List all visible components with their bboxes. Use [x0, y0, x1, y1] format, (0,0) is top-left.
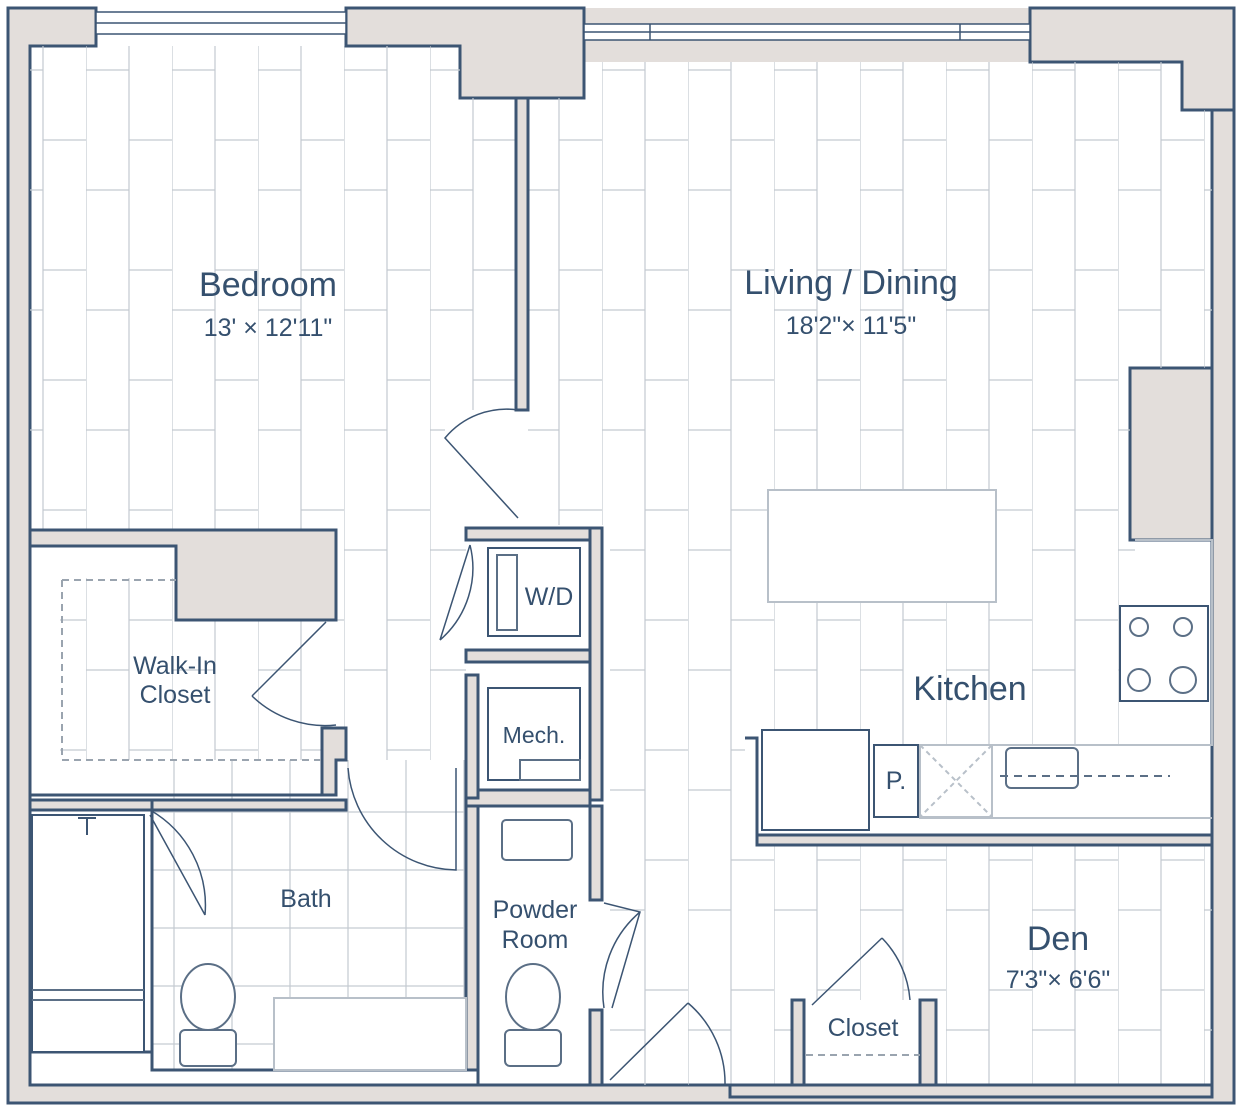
washer-dryer-inner	[496, 554, 518, 631]
tub	[31, 814, 145, 1053]
door-swing-icon	[439, 544, 474, 641]
vanity	[273, 997, 467, 1071]
walkin-closet-line2: Closet	[140, 681, 211, 709]
toilet-icon	[505, 963, 561, 1031]
island	[767, 489, 997, 603]
fridge	[761, 729, 870, 831]
bedroom-dims: 13' × 12'11"	[204, 314, 332, 342]
door-swing-icon	[609, 1002, 726, 1086]
walkin-closet-rod	[61, 579, 322, 761]
living-dims: 18'2"× 11'5"	[786, 312, 916, 340]
sink-icon	[501, 819, 573, 861]
closet-label: Closet	[828, 1014, 899, 1042]
fixtures	[31, 489, 1213, 1071]
den-dims: 7'3"× 6'6"	[1006, 966, 1110, 994]
room-labels: Bedroom 13' × 12'11" Living / Dining 18'…	[133, 264, 1110, 1042]
door-swing-icon	[149, 809, 207, 916]
walkin-closet-line1: Walk-In	[133, 652, 217, 680]
dishwasher	[919, 744, 993, 818]
wd-label: W/D	[525, 583, 574, 611]
pantry-label: P.	[886, 767, 906, 795]
door-swing-icon	[444, 408, 519, 519]
living-name: Living / Dining	[744, 264, 958, 302]
windows	[95, 11, 1031, 41]
interior-walls	[28, 96, 1214, 1099]
door-swing-icon	[602, 902, 641, 1009]
bath-name: Bath	[280, 885, 331, 913]
hall-floor	[336, 530, 466, 760]
door-swing-icon	[251, 621, 337, 727]
powder-room-line1: Powder	[493, 896, 578, 924]
door-swing-icon	[347, 767, 457, 871]
sink-icon	[1005, 747, 1079, 789]
doors	[149, 408, 911, 1086]
shower-head-icon	[78, 817, 96, 835]
kitchen-name: Kitchen	[913, 670, 1026, 708]
mech-label: Mech.	[503, 722, 566, 748]
bedroom-name: Bedroom	[199, 266, 337, 304]
toilet-icon	[180, 963, 236, 1031]
den-name: Den	[1027, 920, 1089, 958]
pantry	[873, 744, 919, 818]
door-swing-icon	[811, 937, 911, 1006]
mech-unit-inner	[519, 759, 581, 781]
bedroom-floor	[30, 46, 516, 530]
powder-room-line2: Room	[502, 926, 569, 954]
